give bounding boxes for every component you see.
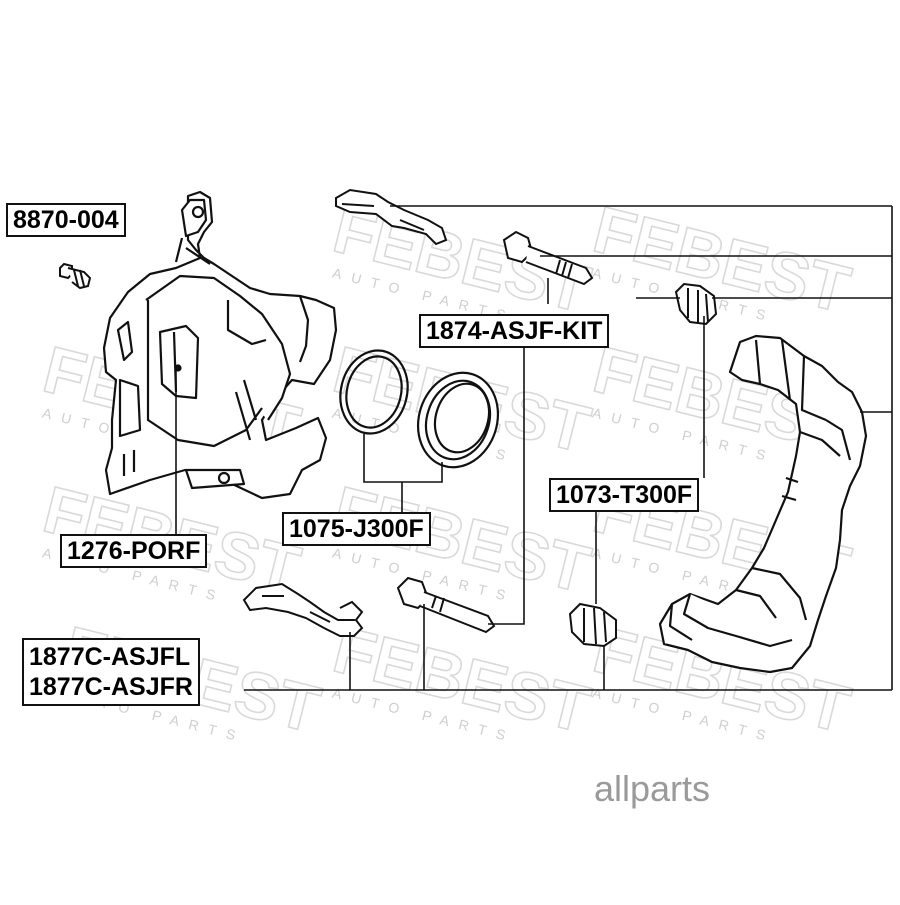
bleeder-screw-drawing xyxy=(59,262,92,290)
lower-clip-drawing xyxy=(242,582,364,637)
lower-pin-boot-drawing xyxy=(568,602,617,648)
upper-clip-drawing xyxy=(335,188,448,246)
caliper-body-drawing xyxy=(102,190,338,500)
part-label-piston-seal: 1075-J300F xyxy=(282,512,431,546)
upper-pin-boot-drawing xyxy=(674,282,718,326)
part-label-caliper: 1276-PORF xyxy=(60,534,208,568)
dust-boot-ring-drawing xyxy=(416,371,500,469)
site-watermark: allparts xyxy=(594,768,711,809)
part-label-clip-right: 1877C-ASJFR xyxy=(29,673,193,701)
part-label-clip-left: 1877C-ASJFL xyxy=(29,643,191,671)
part-label-guide-pin-kit: 1874-ASJF-KIT xyxy=(419,314,610,348)
part-label-clip-set: 1877C-ASJFL 1877C-ASJFR xyxy=(22,638,200,706)
part-label-pin-boot: 1073-T300F xyxy=(549,478,700,512)
part-label-bleeder: 8870-004 xyxy=(6,203,126,237)
piston-seal-ring-drawing xyxy=(339,349,409,435)
lower-guide-pin-drawing xyxy=(396,576,496,634)
leader-lines xyxy=(175,205,893,691)
caliper-bracket-drawing xyxy=(658,334,868,674)
